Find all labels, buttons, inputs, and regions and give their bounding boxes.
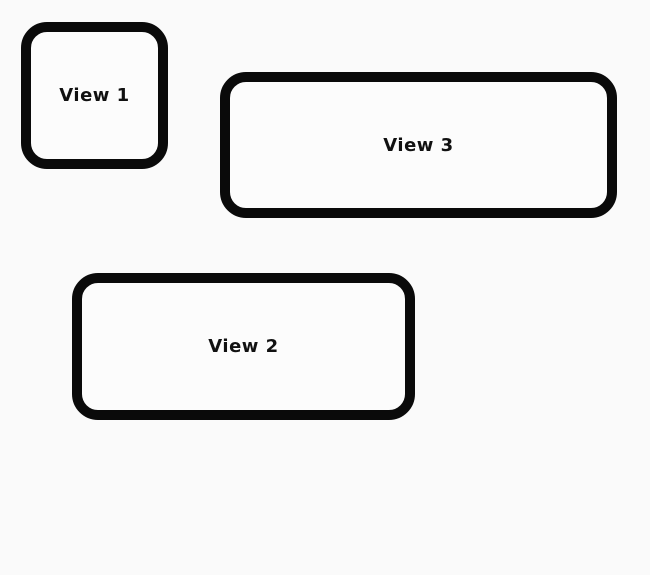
view-panel-1[interactable]: View 1 (21, 22, 168, 169)
view-panel-1-label: View 1 (59, 85, 130, 106)
view-panel-2[interactable]: View 2 (72, 273, 415, 420)
view-panel-2-label: View 2 (208, 336, 279, 357)
view-panel-3-label: View 3 (383, 134, 454, 156)
view-panel-3[interactable]: View 3 (220, 72, 617, 218)
